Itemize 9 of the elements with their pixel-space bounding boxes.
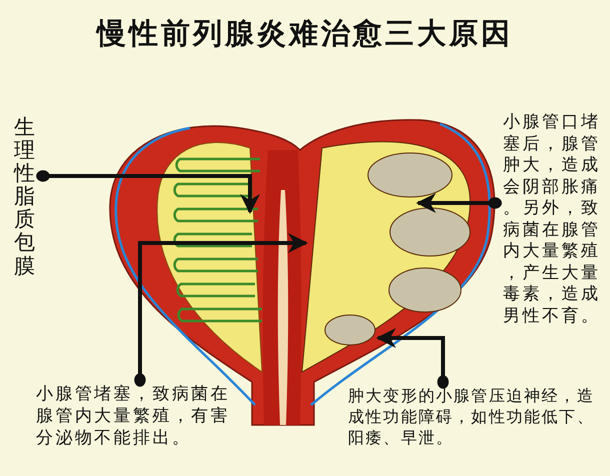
annotation-text: 生理性脂质包膜	[14, 116, 35, 278]
title: 慢性前列腺炎难治愈三大原因	[94, 15, 514, 52]
leader-line	[416, 193, 502, 213]
leader-line	[376, 328, 449, 389]
annotation-text: 小腺管堵塞，致病菌在腺管内大量繁殖，有害分泌物不能排出。	[36, 383, 246, 449]
leader-line	[36, 170, 260, 214]
annotation-text: 小腺管口堵塞后，腺管肿大，造成会阴部胀痛。另外，致病菌在腺管内大量繁殖，产生大量毒素，造成男性不育。	[503, 112, 603, 327]
leader-line	[134, 233, 308, 387]
annotation-text: 肿大变形的小腺管压迫神经，造成性功能障碍，如性功能低下、阳痿、早泄。	[348, 385, 606, 448]
